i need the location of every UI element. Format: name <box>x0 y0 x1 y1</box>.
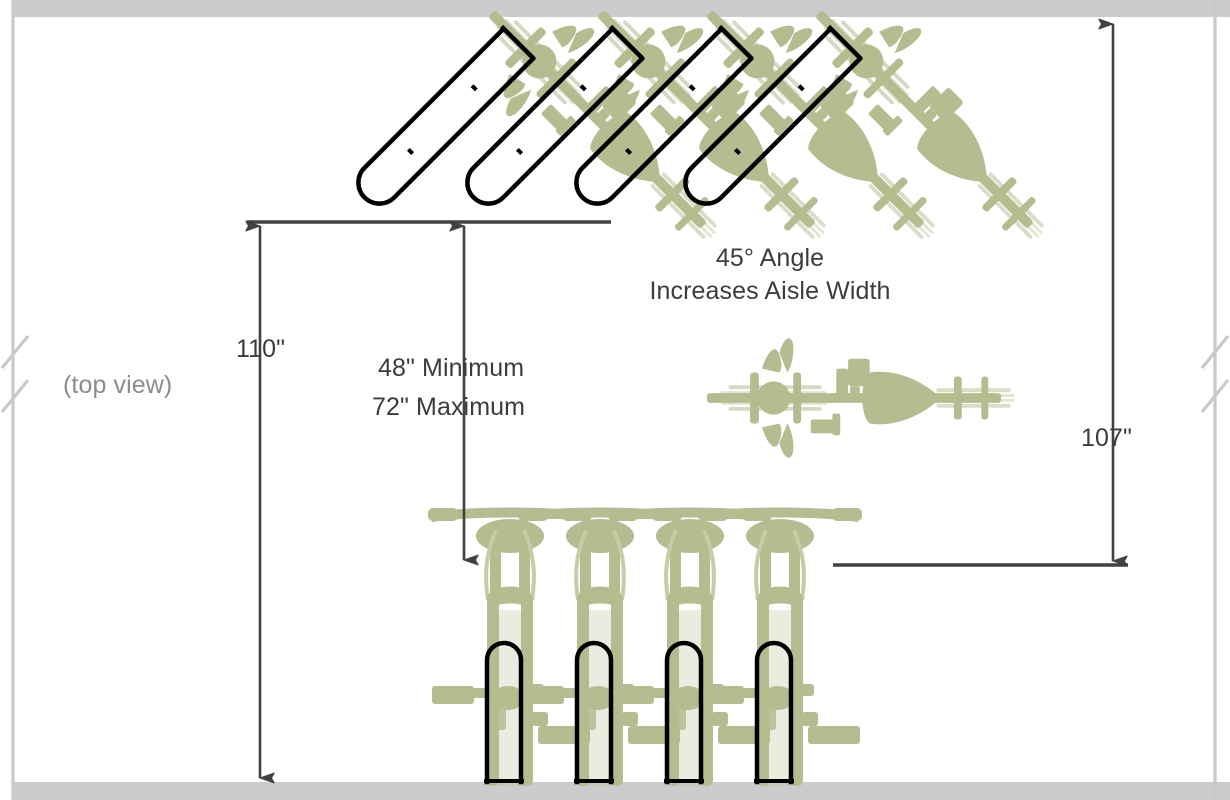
vertical-bike-2 <box>516 505 684 788</box>
vertical-bike-1 <box>426 505 594 788</box>
view-label: (top view) <box>63 371 173 399</box>
angle-note-line-2: Increases Aisle Width <box>649 277 891 305</box>
angled-bike-row <box>348 0 1084 279</box>
vertical-bike-4 <box>696 505 864 788</box>
dimension-110-label: 110" <box>236 335 286 363</box>
aisle-minimum-label: 48" Minimum <box>378 354 525 382</box>
break-line-right <box>1200 0 1230 800</box>
wall-top <box>13 0 1230 17</box>
reference-bike-horizontal <box>706 338 1015 458</box>
vertical-bike-row <box>426 505 864 788</box>
aisle-maximum-label: 72" Maximum <box>372 393 526 421</box>
dimension-107-label: 107" <box>1081 424 1132 452</box>
angle-note-line-1: 45° Angle <box>715 244 825 272</box>
dimension-lines <box>247 24 1128 778</box>
vertical-bike-3 <box>606 505 774 788</box>
angled-rack-1 <box>348 25 536 213</box>
break-line-left <box>0 0 30 800</box>
wall-bottom <box>13 782 1230 800</box>
